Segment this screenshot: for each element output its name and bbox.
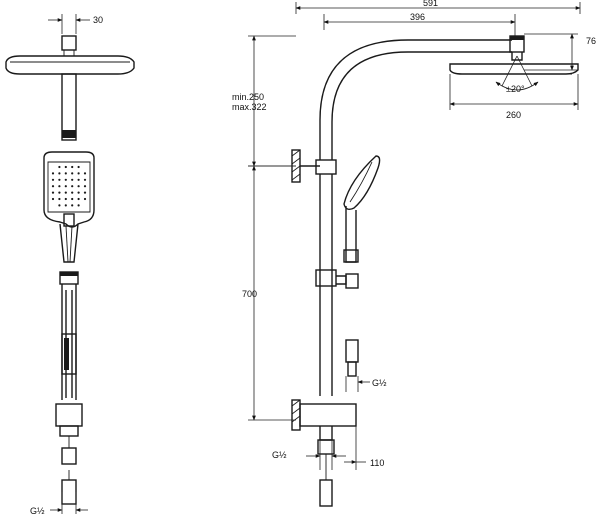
adjust-min-label: min.250 [232, 92, 264, 102]
nozzle [58, 204, 61, 207]
rain-head-side [449, 63, 579, 75]
nozzle [83, 185, 87, 188]
dimension-thread-left: G½ [30, 492, 88, 516]
nozzle [58, 178, 61, 181]
nozzle [77, 185, 80, 188]
dimension-head-diameter: 260 [449, 74, 579, 120]
nozzle [71, 191, 74, 194]
nozzle [64, 197, 67, 201]
adjust-max-label: max.322 [232, 102, 267, 112]
nozzle [71, 185, 74, 188]
nozzle [83, 172, 87, 175]
thread-bottom-label: G½ [272, 450, 287, 460]
nozzle-grid [51, 165, 87, 207]
hose-connector-front [61, 333, 77, 375]
nozzle [77, 178, 80, 181]
nozzle [71, 197, 74, 201]
outlet-block-side [299, 403, 357, 427]
hose-connector-side [345, 339, 359, 363]
front-view: 30 [5, 14, 135, 516]
nozzle [77, 191, 80, 194]
nozzle [51, 197, 55, 201]
nozzle [58, 165, 61, 169]
outlet-offset-label: 110 [370, 458, 384, 468]
nozzle [58, 185, 61, 188]
dimension-outlet-offset: 110 [344, 426, 384, 470]
nozzle [71, 178, 74, 181]
nozzle [51, 178, 55, 181]
nozzle [51, 191, 55, 194]
outlet-block-front [55, 403, 83, 427]
curved-arm-inner [331, 51, 512, 160]
nozzle [58, 172, 61, 175]
nozzle [64, 185, 67, 188]
hand-shower-side [343, 155, 381, 263]
dimension-total-width: 591 [295, 0, 581, 14]
nozzle [77, 172, 80, 175]
nozzle [64, 165, 67, 169]
inlet-fitting-front [61, 479, 77, 505]
tilt-label: ±20° [506, 84, 525, 94]
ceiling-connector [61, 35, 77, 51]
head-height-label: 76 [586, 36, 596, 46]
nozzle [77, 204, 80, 207]
thread-left-label: G½ [30, 506, 45, 516]
nozzle [51, 185, 55, 188]
shower-arm-pipe [61, 73, 77, 141]
dimension-bar-length: 700 [242, 165, 296, 421]
nozzle [58, 197, 61, 201]
slider-side [315, 269, 337, 287]
curved-arm-outer [319, 39, 512, 160]
nozzle [58, 191, 61, 194]
dimension-arm-reach: 396 [323, 12, 516, 40]
nozzle [64, 191, 67, 194]
head-thickness-label: 30 [93, 15, 103, 25]
thread-right-label: G½ [372, 378, 387, 388]
nozzle [83, 191, 87, 194]
side-view: 591 396 76 ±20° [232, 0, 596, 507]
dimension-thread-bottom: G½ [272, 440, 346, 470]
nozzle [71, 172, 74, 175]
nozzle [71, 204, 74, 207]
nozzle [77, 165, 80, 169]
dimension-adjustable-height: min.250 max.322 [232, 35, 296, 167]
tilt-indicator: ±20° [495, 55, 539, 94]
riser-bar [319, 174, 333, 396]
dimension-head-thickness: 30 [48, 14, 103, 34]
nozzle [71, 165, 74, 169]
arm-reach-label: 396 [410, 12, 425, 22]
head-diameter-label: 260 [506, 110, 521, 120]
nozzle [77, 197, 80, 201]
inlet-fitting-side [319, 479, 333, 507]
rain-head-front [5, 55, 135, 75]
total-width-label: 591 [423, 0, 438, 8]
nozzle [51, 172, 55, 175]
nozzle [64, 204, 67, 207]
nozzle [64, 178, 67, 181]
hand-shower-front [43, 151, 95, 263]
nozzle [83, 197, 87, 201]
wall-bracket-lower [291, 399, 301, 431]
bar-length-label: 700 [242, 289, 257, 299]
upper-clamp [315, 159, 337, 175]
nozzle [83, 178, 87, 181]
nozzle [64, 172, 67, 175]
dimension-thread-right: G½ [345, 376, 387, 392]
